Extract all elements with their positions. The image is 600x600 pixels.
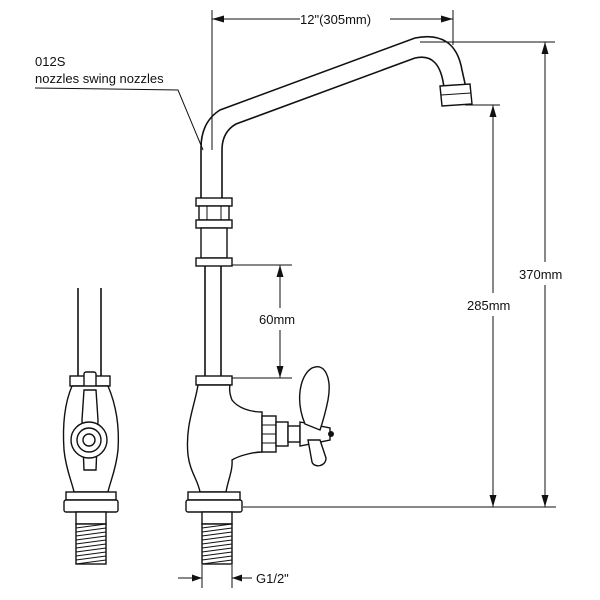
dimension-outlet-height: 285mm: [465, 104, 510, 507]
dim-riser-label: 60mm: [259, 312, 295, 327]
swivel-body: [200, 227, 228, 259]
riser-collar-top: [195, 257, 233, 267]
swivel-nut: [198, 205, 230, 221]
riser-collar-bottom: [195, 375, 233, 386]
swivel-nut-bottom: [195, 219, 233, 229]
front-shank-threads: [75, 523, 107, 565]
spout-pipe-inner: [221, 56, 445, 200]
model-label: 012S: [35, 54, 66, 69]
swivel-nut-top: [195, 197, 233, 207]
dim-outlet-height-label: 285mm: [467, 298, 510, 313]
lever-handle-lower: [307, 439, 327, 467]
faucet-side-view: [185, 36, 473, 565]
front-shank-nut: [75, 511, 107, 525]
front-base-flange: [65, 491, 117, 501]
description-leader-line: [34, 87, 204, 151]
dim-spout-reach-label: 12"(305mm): [300, 12, 371, 27]
dim-total-height-label: 370mm: [519, 267, 562, 282]
dimension-spout-reach: 12"(305mm): [211, 10, 454, 150]
front-base-plate: [63, 499, 119, 513]
base-flange: [187, 491, 241, 501]
spout-pipe-outer: [200, 36, 467, 200]
faucet-front-view: [62, 288, 120, 565]
front-cartridge-core: [82, 433, 96, 447]
dimension-riser: 60mm: [232, 264, 295, 379]
lever-handle-upper: [299, 366, 330, 431]
valve-stem: [287, 425, 301, 443]
valve-body: [186, 384, 263, 493]
dim-thread-label: G1/2": [256, 571, 289, 586]
description-label: nozzles swing nozzles: [35, 71, 164, 86]
dimension-thread: G1/2": [178, 565, 289, 588]
shank-nut: [201, 511, 233, 525]
dimension-total-height: 370mm: [420, 41, 562, 507]
shank-threads: [201, 523, 233, 565]
base-plate: [185, 499, 243, 513]
cartridge-body: [275, 421, 289, 447]
aerator-nozzle: [439, 83, 473, 107]
hub-screw: [328, 431, 334, 437]
